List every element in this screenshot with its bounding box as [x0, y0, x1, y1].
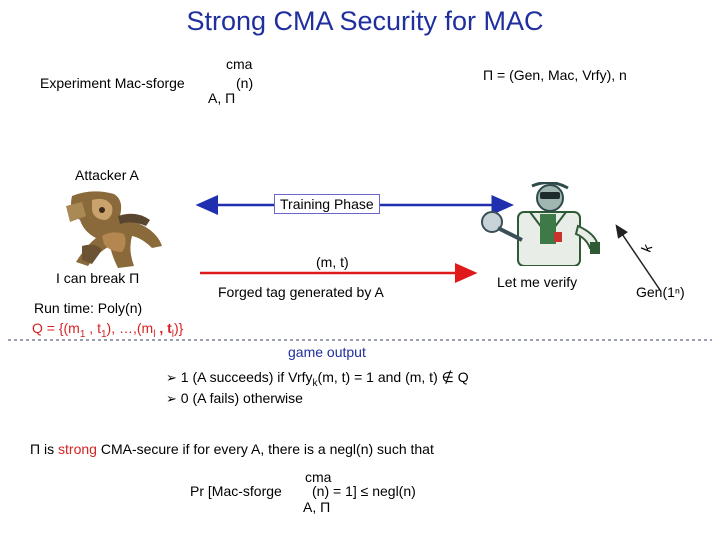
training-phase-label: Training Phase	[280, 196, 374, 212]
attacker-label: Attacker A	[75, 167, 139, 183]
outcome-fail: ➢ 0 (A fails) otherwise	[166, 390, 303, 406]
gen-label: Gen(1ⁿ)	[636, 284, 685, 300]
i-can-break-label: I can break Π	[56, 270, 140, 286]
probability-superscript: cma	[305, 469, 332, 485]
key-arrow	[615, 224, 661, 291]
security-definition: Π is strong CMA-secure if for every A, t…	[30, 441, 434, 457]
scientist-image	[481, 182, 600, 266]
probability-suffix: (n) = 1] ≤ negl(n)	[312, 483, 416, 499]
experiment-arg: (n)	[236, 75, 254, 91]
pi-definition: Π = (Gen, Mac, Vrfy), n	[483, 67, 627, 83]
query-set: Q = {(m1 , t1), …,(ml , tl)}	[32, 320, 184, 340]
message-tag-label: (m, t)	[316, 254, 349, 270]
let-me-verify-label: Let me verify	[497, 274, 578, 290]
experiment-superscript: cma	[226, 56, 253, 72]
training-phase-box: Training Phase	[274, 194, 380, 214]
game-output-label: game output	[288, 344, 366, 360]
page-title: Strong CMA Security for MAC	[186, 6, 544, 36]
experiment-label: Experiment Mac-sforge	[40, 75, 185, 91]
outcome-success: ➢ 1 (A succeeds) if Vrfyk(m, t) = 1 and …	[166, 369, 469, 389]
forged-tag-label: Forged tag generated by A	[218, 284, 384, 300]
run-time-label: Run time: Poly(n)	[34, 300, 143, 316]
arrow-bullet-icon: ➢	[166, 391, 177, 406]
probability-subscript: A, Π	[303, 499, 331, 515]
warrior-image	[66, 191, 162, 268]
experiment-subscript: A, Π	[208, 90, 236, 106]
probability-prefix: Pr [Mac-sforge	[190, 483, 282, 499]
arrow-bullet-icon: ➢	[166, 370, 177, 385]
